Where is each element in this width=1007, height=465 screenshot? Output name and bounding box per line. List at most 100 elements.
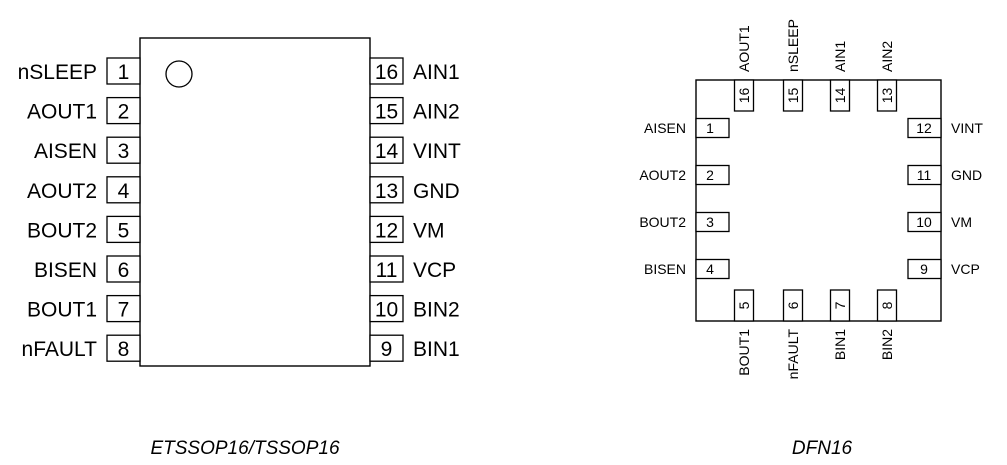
pin-name: AOUT2 (27, 180, 97, 203)
dfn-pin-11: 11 GND (907, 164, 982, 186)
pin-number: 15 (785, 88, 801, 104)
pin-number: 7 (118, 299, 130, 322)
tssop-body (139, 37, 371, 367)
dfn-pin-1: 1 AISEN (644, 117, 730, 139)
pin-number: 13 (879, 88, 895, 104)
pin-name: nFAULT (785, 329, 801, 380)
pin-number: 6 (118, 259, 130, 282)
tssop-caption: ETSSOP16/TSSOP16 (150, 438, 339, 459)
pin-number: 16 (736, 88, 752, 104)
pin-number: 14 (832, 88, 848, 104)
pin-name: AIN2 (879, 41, 895, 72)
pin-name: GND (951, 167, 982, 183)
pin-name: VINT (413, 140, 461, 163)
pin-number: 3 (118, 140, 130, 163)
pin-name: BIN2 (879, 329, 895, 360)
pin-number: 10 (916, 214, 932, 230)
pin-name: BISEN (34, 259, 97, 282)
pin-name: AIN1 (413, 61, 460, 84)
pin-number: 16 (375, 61, 398, 84)
dfn-pin-14: 14 AIN1 (829, 41, 851, 112)
tssop-pin-16: 16 AIN1 (369, 57, 460, 85)
pin-number: 5 (118, 219, 130, 242)
pin-name: AOUT2 (639, 167, 686, 183)
pin-number: 2 (118, 101, 130, 124)
pin-name: AISEN (644, 120, 686, 136)
dfn-pin-2: 2 AOUT2 (639, 164, 730, 186)
pin-box (782, 79, 804, 112)
dfn-pin-15: 15 nSLEEP (782, 19, 804, 112)
pin-box (369, 96, 404, 125)
pin-name: VCP (951, 261, 980, 277)
dfn-top-pins: 16 AOUT1 15 nSLEEP 14 AIN1 13 AIN2 (733, 19, 898, 112)
pin-name: VINT (951, 120, 983, 136)
pin-box (106, 215, 141, 244)
tssop-package: 1nSLEEP2AOUT13AISEN4AOUT25BOUT26BISEN7BO… (18, 37, 461, 459)
pin-name: nSLEEP (785, 19, 801, 72)
pin-number: 12 (916, 120, 932, 136)
dfn-package: 16 AOUT1 15 nSLEEP 14 AIN1 13 AIN2 1 AISEN 2 AOUT2… (639, 19, 983, 459)
dfn-pin-4: 4 BISEN (644, 258, 730, 280)
pin1-marker-dot (165, 60, 193, 88)
pin-name: AOUT1 (736, 25, 752, 72)
pin-box (907, 258, 942, 280)
pin-name: BIN2 (413, 299, 460, 322)
pin-name: BIN1 (832, 329, 848, 360)
pin-box (106, 96, 141, 125)
tssop-pin-14: 14 VINT (369, 136, 461, 164)
pin-box (369, 57, 404, 85)
pin-box (782, 289, 804, 322)
pin-name: AOUT1 (27, 101, 97, 124)
pin-name: BIN1 (413, 338, 460, 361)
pin-number: 12 (375, 219, 398, 242)
pin-name: BOUT1 (736, 329, 752, 376)
pin-number: 2 (706, 167, 714, 183)
pin-box (695, 117, 730, 139)
pin-box (733, 79, 755, 112)
pin-number: 4 (706, 261, 714, 277)
pin-number: 14 (375, 140, 399, 163)
pin-number: 9 (920, 261, 928, 277)
pin-name: VCP (413, 259, 456, 282)
pin-box (907, 211, 942, 233)
pin-box (106, 334, 141, 362)
pin-name: AIN1 (832, 41, 848, 72)
pin-name: VM (413, 219, 445, 242)
pin-box (106, 294, 141, 323)
pin-box (829, 79, 851, 112)
pin-number: 11 (917, 167, 932, 183)
pin-box (106, 57, 141, 85)
dfn-body (695, 79, 942, 322)
pin-name: nFAULT (22, 338, 98, 361)
pin-number: 8 (879, 301, 895, 309)
pin-box (369, 255, 404, 283)
pin-number: 1 (706, 120, 714, 136)
pin-number: 7 (832, 301, 848, 309)
dfn-pin-9: 9 VCP (907, 258, 980, 280)
pin-box (369, 215, 404, 244)
pin-number: 5 (736, 301, 752, 309)
pin-box (876, 289, 898, 322)
tssop-pin-12: 12 VM (369, 215, 445, 244)
pin-box (695, 258, 730, 280)
tssop-left-pins: 1nSLEEP2AOUT13AISEN4AOUT25BOUT26BISEN7BO… (18, 57, 141, 362)
pin-number: 13 (375, 180, 398, 203)
pin-name: BISEN (644, 261, 686, 277)
dfn-pin-16: 16 AOUT1 (733, 25, 755, 112)
pin-box (106, 136, 141, 164)
pin-name: nSLEEP (18, 61, 97, 84)
pin-number: 3 (706, 214, 714, 230)
